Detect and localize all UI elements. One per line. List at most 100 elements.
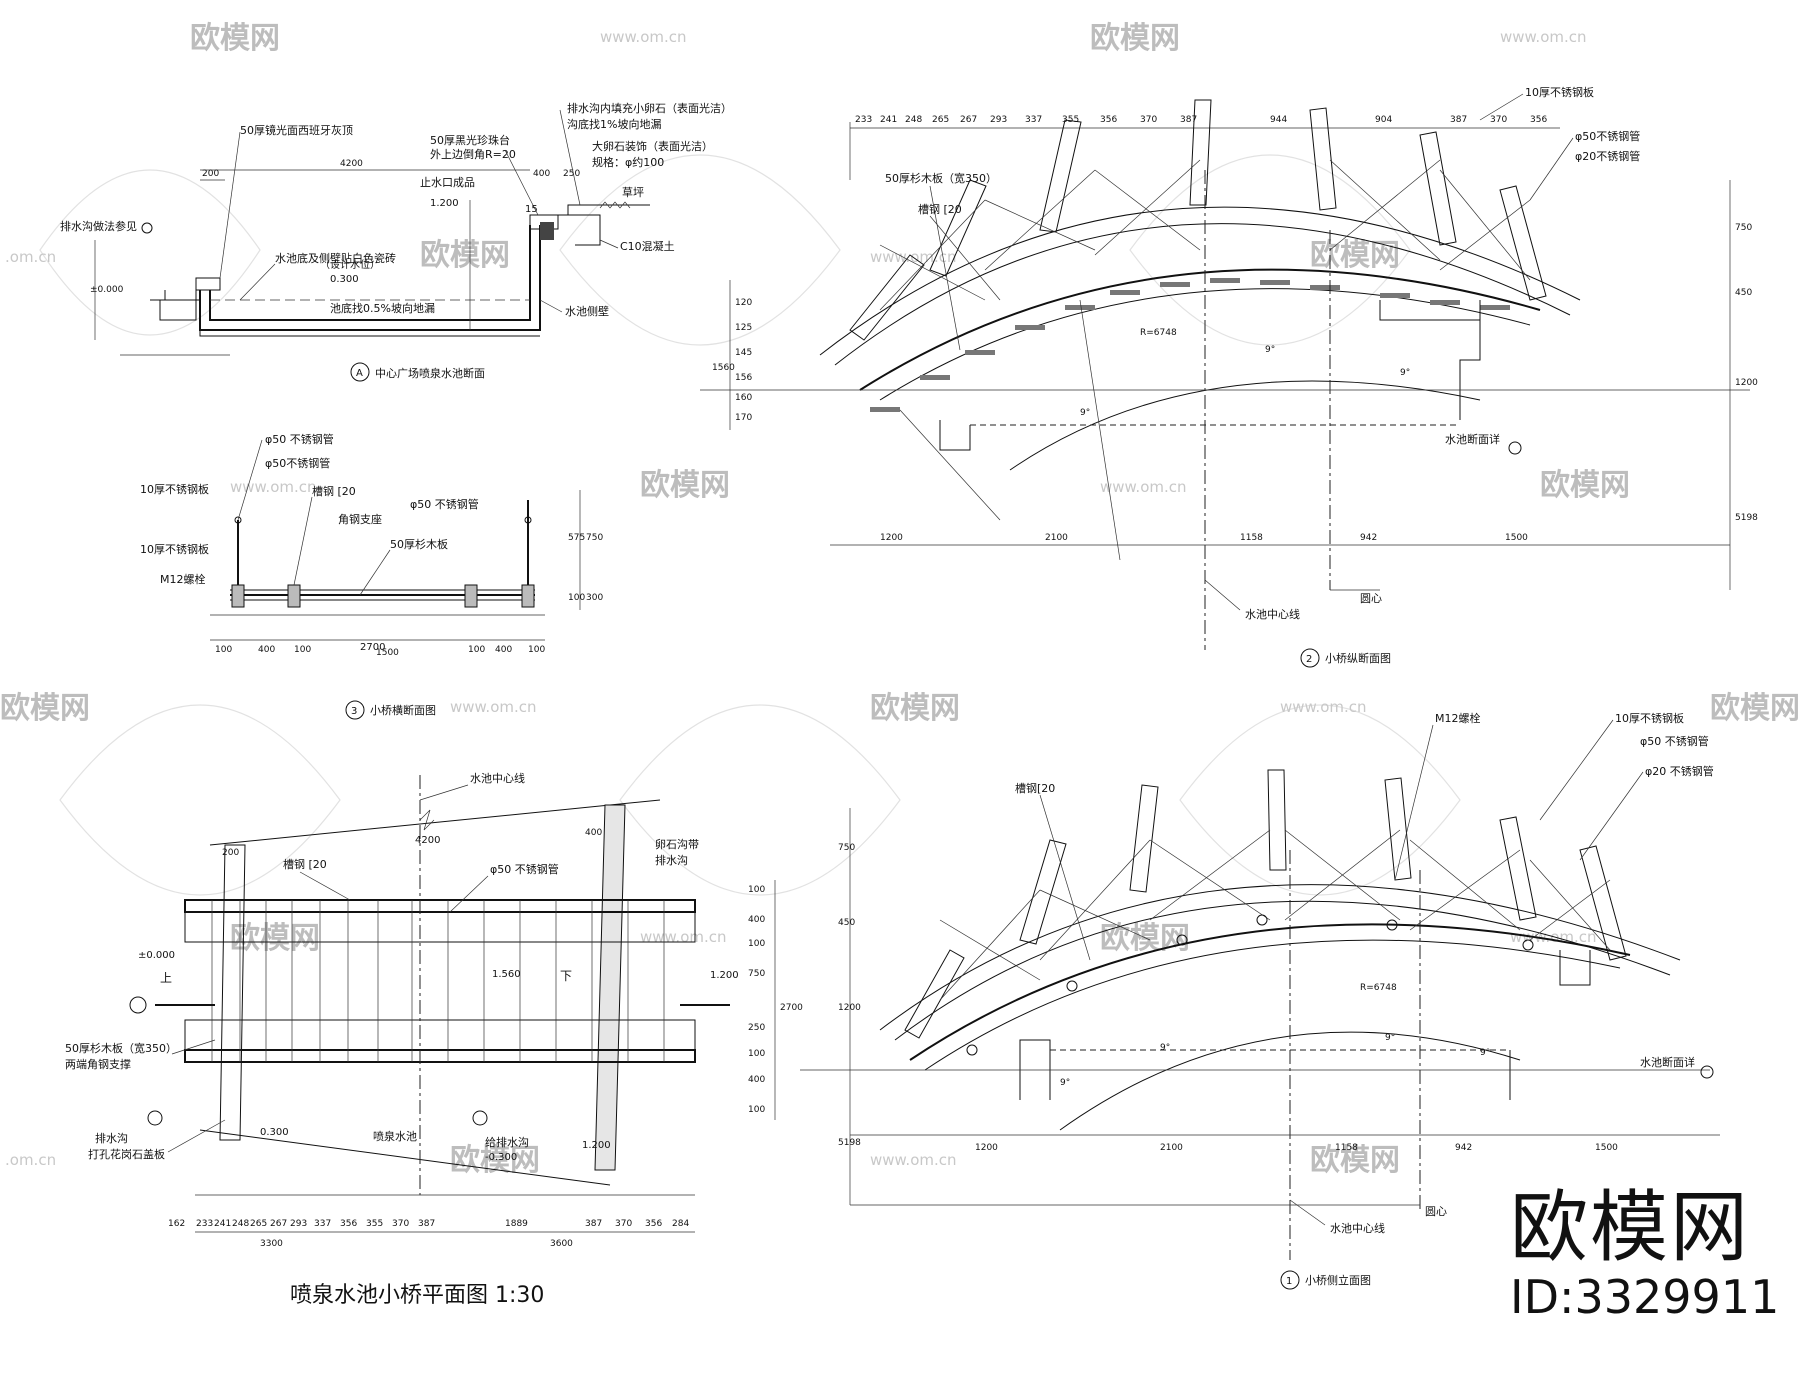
section-2-marker-number: 2 [1306, 654, 1312, 665]
watermark-brand: 欧模网 [1540, 468, 1630, 503]
watermark-brand: 欧模网 [450, 1143, 540, 1178]
watermark-site: www.om.cn [870, 1151, 957, 1169]
section-2-longitudinal: 233 241 248 265 267 293 337 355 356 370 … [700, 85, 1758, 668]
label-fountain: 喷泉水池 [373, 1129, 417, 1143]
label-side-wall: 水池侧壁 [565, 304, 609, 318]
dim-text: 156 [735, 373, 752, 383]
watermark-site: www.om.cn [640, 928, 727, 946]
section-3-cross-section: 2700 100 400 100 1500 100 400 100 575 75… [140, 432, 603, 720]
dim-text: 100 [528, 645, 545, 655]
watermark-site: www.om.cn [600, 28, 687, 46]
dims-bottom: 1200 2100 1158 942 1500 [880, 533, 1528, 543]
dim-text: 145 [735, 348, 752, 358]
plan-view: 162 233 241 248 265 267 293 337 356 355 … [65, 771, 803, 1308]
label-radius: R=6748 [1140, 328, 1177, 338]
dim-text: 100 [748, 939, 765, 949]
label-channel: 槽钢 [20 [283, 858, 327, 871]
level-text: ±0.000 [138, 950, 175, 961]
label-angle: 角钢支座 [338, 512, 382, 526]
dims-top: 233 241 248 265 267 293 337 355 356 370 … [855, 115, 1547, 125]
dim-text: 4200 [340, 159, 363, 169]
section-2-marker [1300, 648, 1320, 668]
dim-text: 370 [1490, 115, 1507, 125]
dim-text: 100 [294, 645, 311, 655]
dim-text: 370 [615, 1219, 632, 1229]
label-down: 下 [560, 969, 572, 983]
dim-text: 1158 [1240, 533, 1263, 543]
dim-text: 233 [196, 1219, 213, 1229]
dim-text: 387 [1450, 115, 1467, 125]
label-centerline: 水池中心线 [1330, 1221, 1385, 1235]
label-drain-ref: 排水沟做法参见 [60, 219, 137, 233]
watermark-site: www.om.cn [1280, 698, 1367, 716]
dims-bottom: 1200 2100 1158 942 1500 [975, 1143, 1618, 1153]
watermark-site: www.om.cn [450, 698, 537, 716]
dim-text: 241 [880, 115, 897, 125]
dim-text: 267 [960, 115, 977, 125]
label-gravel: 卵石沟带 [655, 838, 699, 851]
plan-title: 喷泉水池小桥平面图 1:30 [290, 1283, 544, 1308]
label-plank: 50厚杉木板（宽350） [885, 171, 997, 185]
dim-text: 5198 [1735, 513, 1758, 523]
section-2-caption: 小桥纵断面图 [1325, 651, 1391, 665]
dim-text: 1200 [838, 1003, 861, 1013]
level-text: 1.560 [492, 969, 521, 980]
angle-text: 9° [1265, 345, 1275, 355]
dim-text: 1.200 [430, 198, 459, 209]
label-pipe50: φ50 不锈钢管 [1640, 734, 1709, 748]
watermark-brand: 欧模网 [1310, 1143, 1400, 1178]
section-1-side-elevation: 1200 2100 1158 942 1500 750 450 1200 519… [800, 711, 1720, 1290]
dim-text: 370 [392, 1219, 409, 1229]
label-plank-support: 两端角钢支撑 [65, 1057, 131, 1071]
label-plate2: 10厚不锈钢板 [140, 542, 209, 556]
dim-text: 100 [568, 593, 585, 603]
dim-total: 2700 [360, 642, 385, 653]
label-curb: 50厚黑光珍珠台 [430, 133, 510, 147]
watermark-brand: 欧模网 [870, 691, 960, 726]
dim-text: 575 [568, 533, 585, 543]
dim-text: 248 [232, 1219, 249, 1229]
dims-right: 100 400 100 750 2700 250 100 400 100 [748, 885, 803, 1115]
label-drain-cover: 打孔花岗石盖板 [88, 1147, 165, 1161]
dim-text: 1500 [376, 648, 399, 658]
dim-text: 3600 [550, 1239, 573, 1249]
watermark-brand: 欧模网 [420, 238, 510, 273]
brand-logo: 欧模网 ID:3329911 [1510, 1185, 1790, 1323]
dim-text: 293 [290, 1219, 307, 1229]
label-pool-detail: 水池断面详 [1445, 432, 1500, 446]
dim-text: 942 [1360, 533, 1377, 543]
dim-text: 100 [468, 645, 485, 655]
dim-text: 942 [1455, 1143, 1472, 1153]
dim-text: 387 [585, 1219, 602, 1229]
dim-text: 100 [748, 1105, 765, 1115]
dim-text: 355 [366, 1219, 383, 1229]
dim-text: 750 [748, 969, 765, 979]
dim-text: 944 [1270, 115, 1287, 125]
label-plate: 10厚不锈钢板 [1525, 85, 1594, 99]
watermark-brand: 欧模网 [1710, 691, 1800, 726]
dim-text: 284 [672, 1219, 689, 1229]
label-drain2: 排水沟 [95, 1131, 128, 1145]
level-text: 0.300 [260, 1127, 289, 1138]
watermark-site: www.om.cn [1100, 478, 1187, 496]
dim-text: 1500 [1505, 533, 1528, 543]
section-a-marker [350, 362, 370, 382]
dim-text: 300 [586, 593, 603, 603]
dim-text: 15 [525, 204, 538, 215]
label-drain-fill: 排水沟内填充小卵石（表面光洁） [567, 101, 732, 115]
label-pipe50c: φ50 不锈钢管 [410, 497, 479, 511]
label-channel: 槽钢[20 [1015, 782, 1055, 795]
watermark-site: .om.cn [5, 248, 56, 266]
label-center: 圆心 [1425, 1205, 1447, 1218]
section-a-caption: 中心广场喷泉水池断面 [375, 366, 485, 380]
dims-bottom: 162 233 241 248 265 267 293 337 356 355 … [168, 1219, 689, 1249]
dim-text: 337 [1025, 115, 1042, 125]
dim-text: 387 [418, 1219, 435, 1229]
section-3-marker [345, 700, 365, 720]
dim-text: 400 [258, 645, 275, 655]
label-trench: 给排水沟 [485, 1135, 529, 1149]
section-1-caption: 小桥侧立面图 [1305, 1273, 1371, 1287]
dim-text: 400 [748, 915, 765, 925]
